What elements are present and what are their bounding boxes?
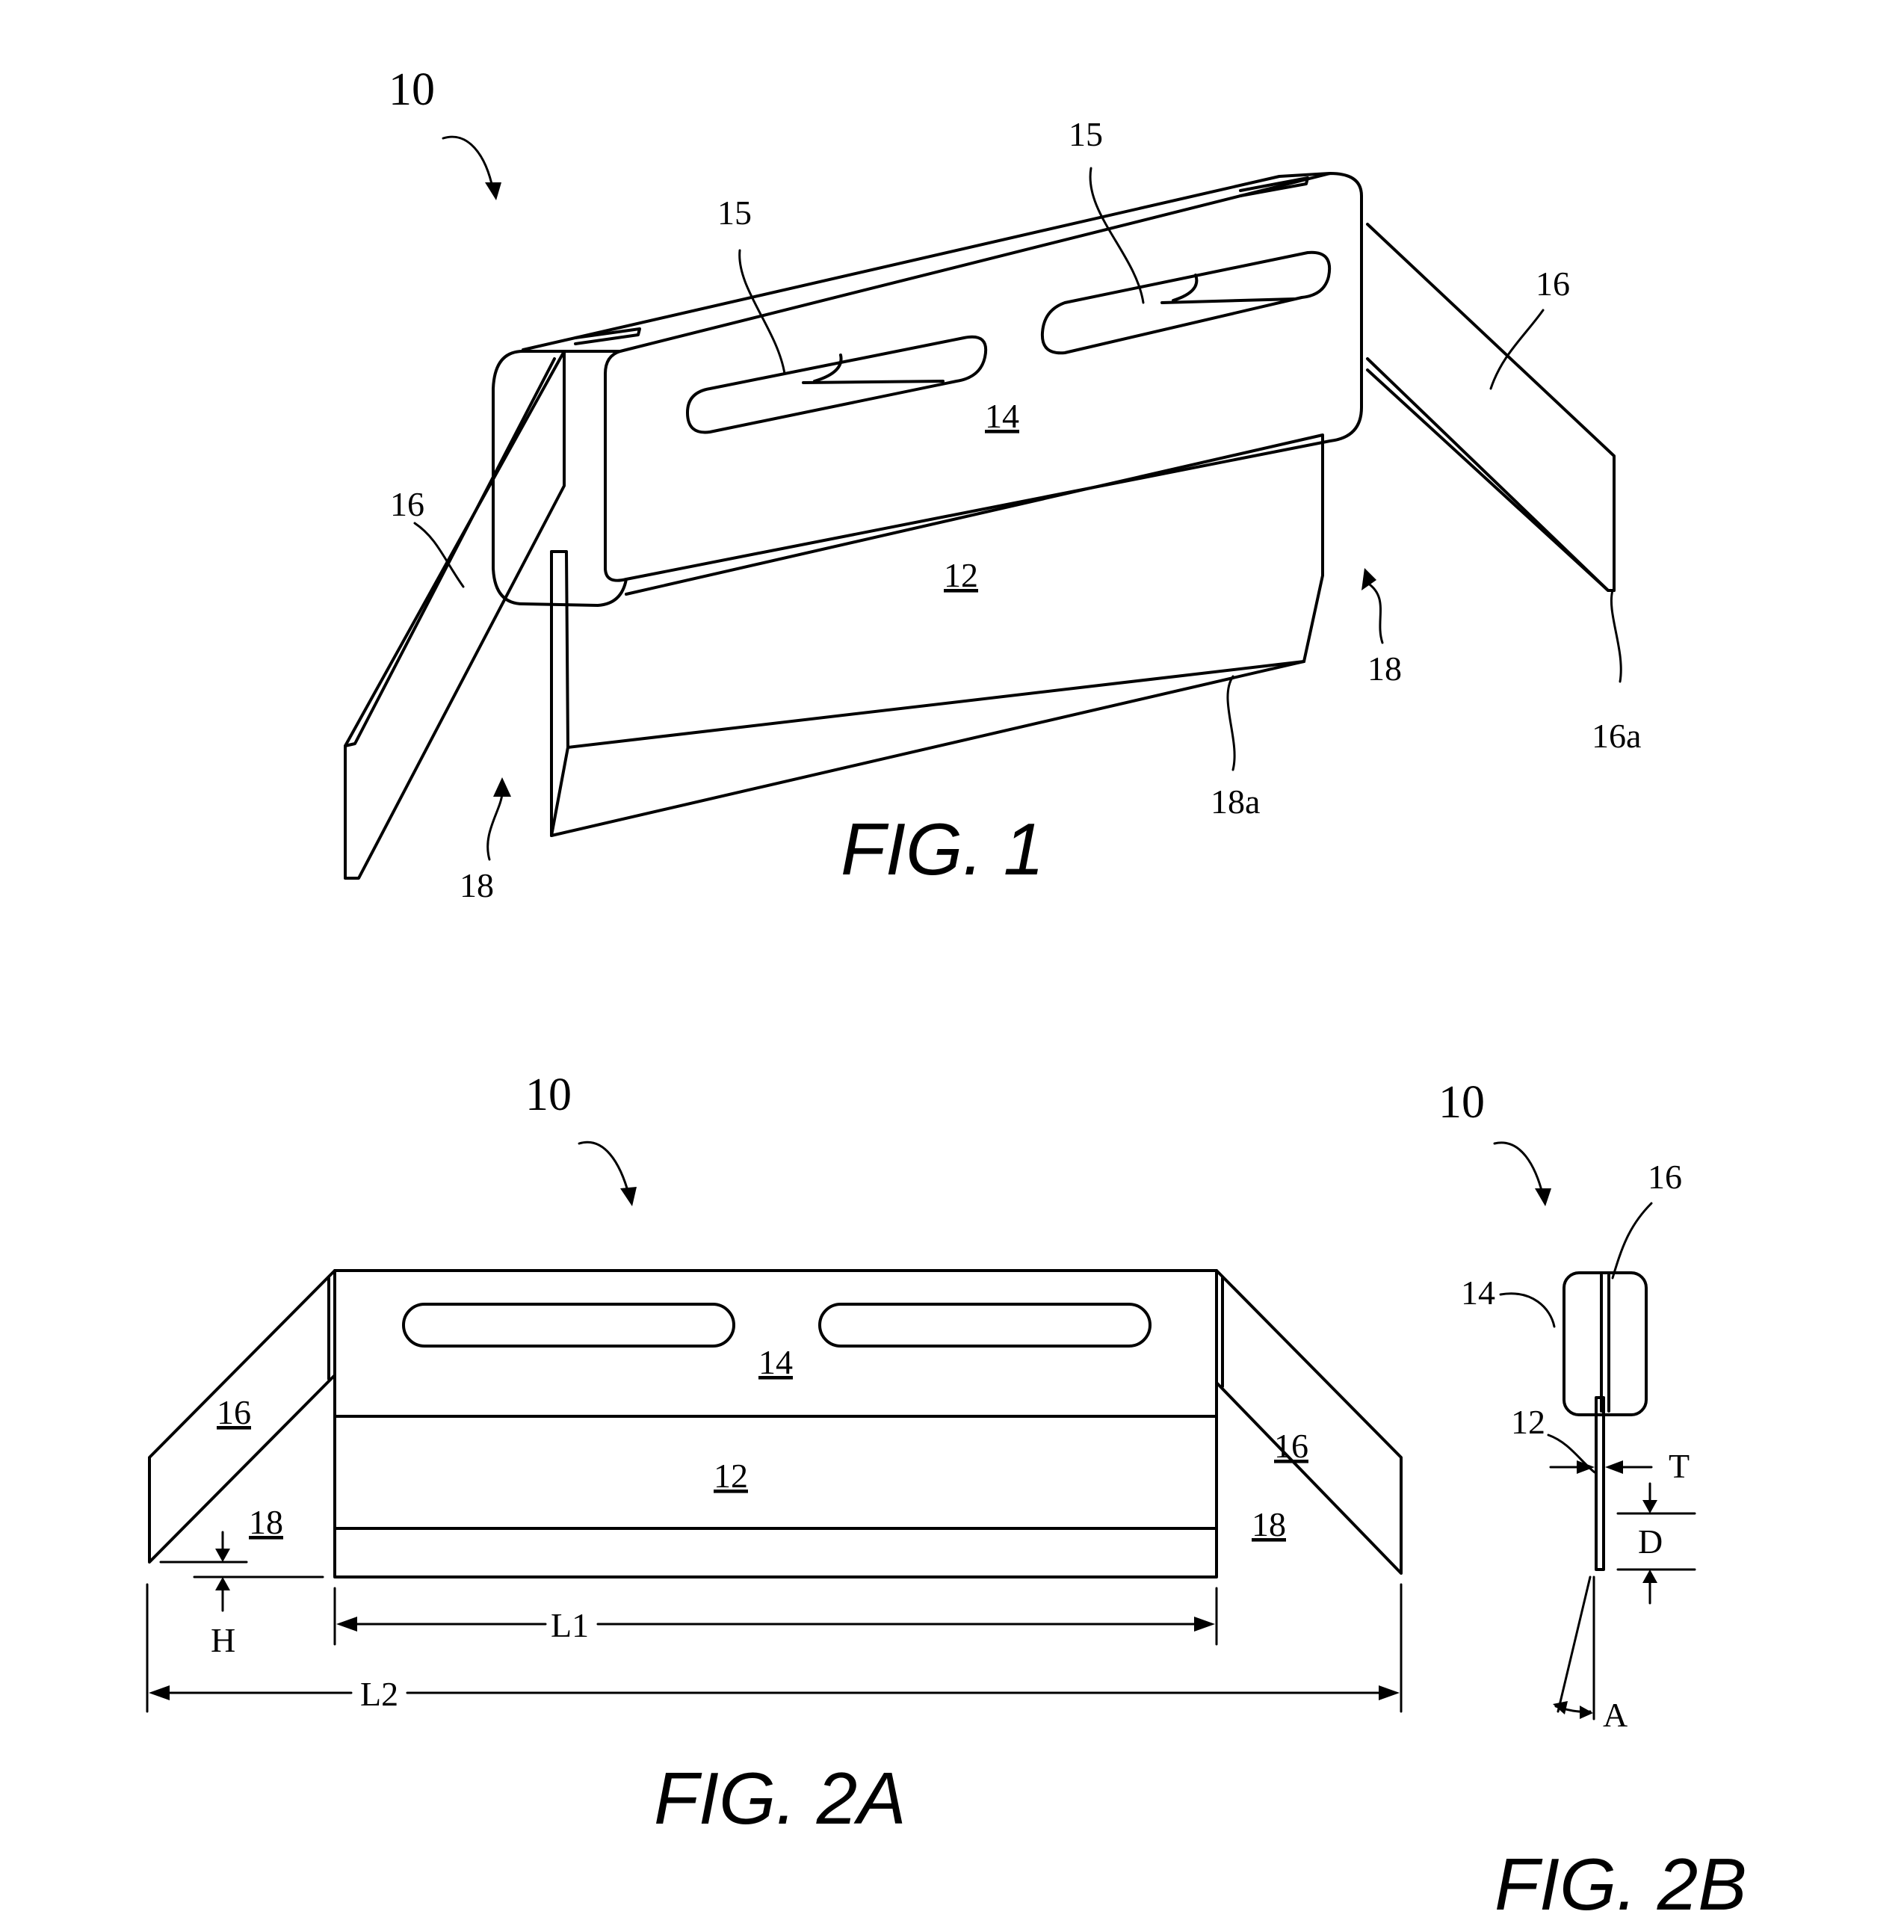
fig2b-leader-14	[1500, 1294, 1554, 1327]
fig1-label-12: 12	[944, 556, 978, 594]
fig1-wing-right-edge-16a	[1367, 370, 1614, 590]
fig1-label-18a: 18a	[1211, 783, 1260, 821]
fig1-ref-10: 10	[389, 64, 435, 115]
fig2a-label-18-right: 18	[1252, 1505, 1286, 1543]
fig2a-front-view: 10 14 12 16 16 18 18 H	[147, 1070, 1401, 1839]
fig2a-caption: FIG. 2A	[654, 1757, 906, 1839]
fig2b-label-d: D	[1638, 1522, 1663, 1561]
fig2b-dim-t-arrow-left	[1577, 1460, 1595, 1474]
fig2b-label-a: A	[1603, 1696, 1628, 1734]
fig2a-dim-l1-arrow-left	[336, 1617, 357, 1632]
fig2b-label-16: 16	[1648, 1158, 1682, 1196]
fig1-leader-18-left	[488, 794, 502, 859]
fig2a-label-16-right: 16	[1274, 1427, 1308, 1465]
fig1-slot-left	[687, 337, 986, 433]
fig1-caption: FIG. 1	[841, 808, 1044, 890]
fig1-label-18-left: 18	[460, 866, 494, 904]
fig1-label-16-left: 16	[390, 485, 424, 523]
fig1-leader-15-right	[1090, 168, 1143, 303]
fig1-leader-18a	[1228, 676, 1234, 770]
fig2a-dim-l1-arrow-right	[1194, 1617, 1215, 1632]
fig2a-dim-h-arrow-bottom	[215, 1577, 230, 1590]
fig2a-label-14: 14	[758, 1343, 793, 1381]
fig1-ref-10-arrowhead	[485, 182, 501, 200]
fig2b-angle-arrow-left	[1553, 1701, 1568, 1715]
fig2b-dim-d-arrow-bottom	[1642, 1570, 1657, 1583]
fig2a-label-h: H	[211, 1621, 235, 1659]
fig2a-body	[335, 1271, 1217, 1577]
fig1-arrowhead-18-right	[1361, 568, 1376, 590]
fig2a-dim-h-arrow-top	[215, 1549, 230, 1562]
fig1-blade-upper	[626, 435, 1323, 661]
fig1-blade-left-end	[551, 552, 568, 836]
fig1-arrowhead-18-left	[493, 777, 511, 797]
fig2b-wing	[1601, 1275, 1609, 1411]
fig2a-ref-10-leader	[579, 1142, 629, 1196]
fig2b-dim-t-arrow-right	[1605, 1460, 1623, 1474]
fig2a-dim-l2-arrow-left	[149, 1685, 170, 1700]
fig2b-leader-16	[1613, 1203, 1651, 1278]
fig1-leader-16a	[1611, 590, 1621, 682]
fig2a-slot-right	[820, 1304, 1150, 1346]
fig2b-label-t: T	[1669, 1447, 1690, 1485]
fig2a-label-18-left: 18	[249, 1503, 283, 1541]
fig2a-label-12: 12	[714, 1457, 748, 1495]
fig2b-blade	[1596, 1398, 1604, 1570]
fig1-label-15-left: 15	[717, 194, 752, 232]
fig2b-label-12: 12	[1511, 1403, 1545, 1441]
fig2b-caption: FIG. 2B	[1495, 1843, 1747, 1925]
fig1-wing-right	[1367, 224, 1614, 590]
fig2b-angle-arrow-right	[1580, 1706, 1593, 1719]
fig2a-ref-10-arrowhead	[620, 1187, 637, 1206]
fig2b-dim-d-arrow-top	[1642, 1500, 1657, 1513]
fig2b-ref-10-arrowhead	[1535, 1188, 1551, 1206]
fig1-plate-top-edge	[523, 173, 1330, 350]
fig1-slot-right-floor	[1162, 299, 1294, 303]
fig2a-label-16-left: 16	[217, 1393, 251, 1431]
fig2a-ref-10: 10	[525, 1070, 572, 1120]
fig2b-plate	[1564, 1273, 1646, 1415]
fig2a-slot-left	[404, 1304, 734, 1346]
fig1-label-14: 14	[985, 397, 1019, 435]
fig1-blade-bevel-line	[568, 661, 1304, 747]
fig1-wing-left	[345, 351, 564, 878]
fig1-label-16-right: 16	[1536, 265, 1570, 303]
fig2a-label-l2: L2	[360, 1675, 398, 1713]
fig2b-angle-line-slanted	[1558, 1577, 1590, 1712]
fig1-isometric-view: 10 15 15 14 12	[345, 64, 1641, 904]
fig1-label-18-right: 18	[1367, 649, 1402, 688]
fig1-leader-18-right	[1367, 583, 1382, 643]
fig1-plate-front-face	[605, 173, 1361, 581]
fig2a-dim-l2-arrow-right	[1379, 1685, 1400, 1700]
fig2b-ref-10-leader	[1495, 1143, 1543, 1196]
fig1-label-15-right: 15	[1069, 115, 1103, 153]
fig1-label-16a: 16a	[1592, 717, 1641, 755]
fig2a-label-l1: L1	[551, 1606, 589, 1644]
fig2b-label-14: 14	[1461, 1274, 1495, 1312]
fig1-slot-left-floor	[803, 381, 943, 383]
fig2a-wing-right	[1217, 1271, 1401, 1573]
fig2b-side-view: 10 A T D 16 14 12	[1438, 1077, 1747, 1925]
fig2b-ref-10: 10	[1438, 1077, 1485, 1128]
